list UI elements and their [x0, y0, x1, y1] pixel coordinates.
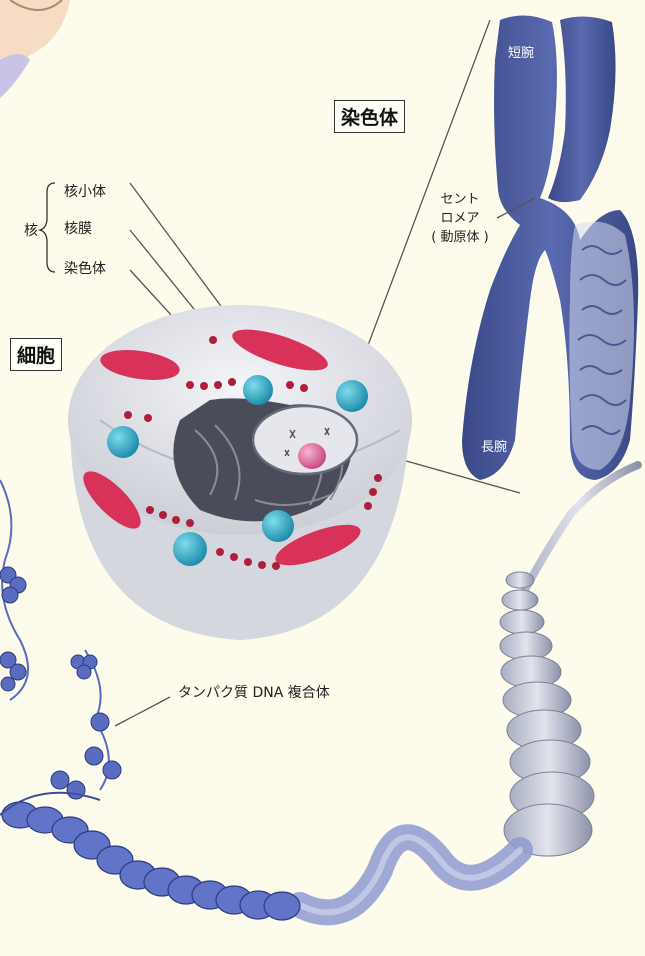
nucleus-label: 核: [24, 220, 38, 240]
centromere-line-1: セント: [415, 190, 505, 209]
nucleus-brace: [40, 183, 55, 272]
centromere-line-2: ロメア: [415, 209, 505, 228]
nuclear-membrane-label: 核膜: [64, 218, 92, 238]
nucleolus-label: 核小体: [64, 181, 106, 201]
centromere-line-3: ( 動原体 ): [415, 228, 505, 247]
mascot-corner: [0, 0, 70, 98]
chromosome-shape: [462, 15, 638, 480]
cell-title: 細胞: [10, 338, 62, 371]
cell: [68, 305, 412, 640]
chromatin-label: 染色体: [64, 258, 106, 278]
chromosome-title: 染色体: [334, 100, 405, 133]
protein-dna-complex-label: タンパク質 DNA 複合体: [178, 682, 330, 702]
short-arm-label: 短腕: [508, 42, 534, 61]
long-arm-label: 長腕: [481, 436, 507, 455]
centromere-label: セント ロメア ( 動原体 ): [415, 190, 505, 247]
